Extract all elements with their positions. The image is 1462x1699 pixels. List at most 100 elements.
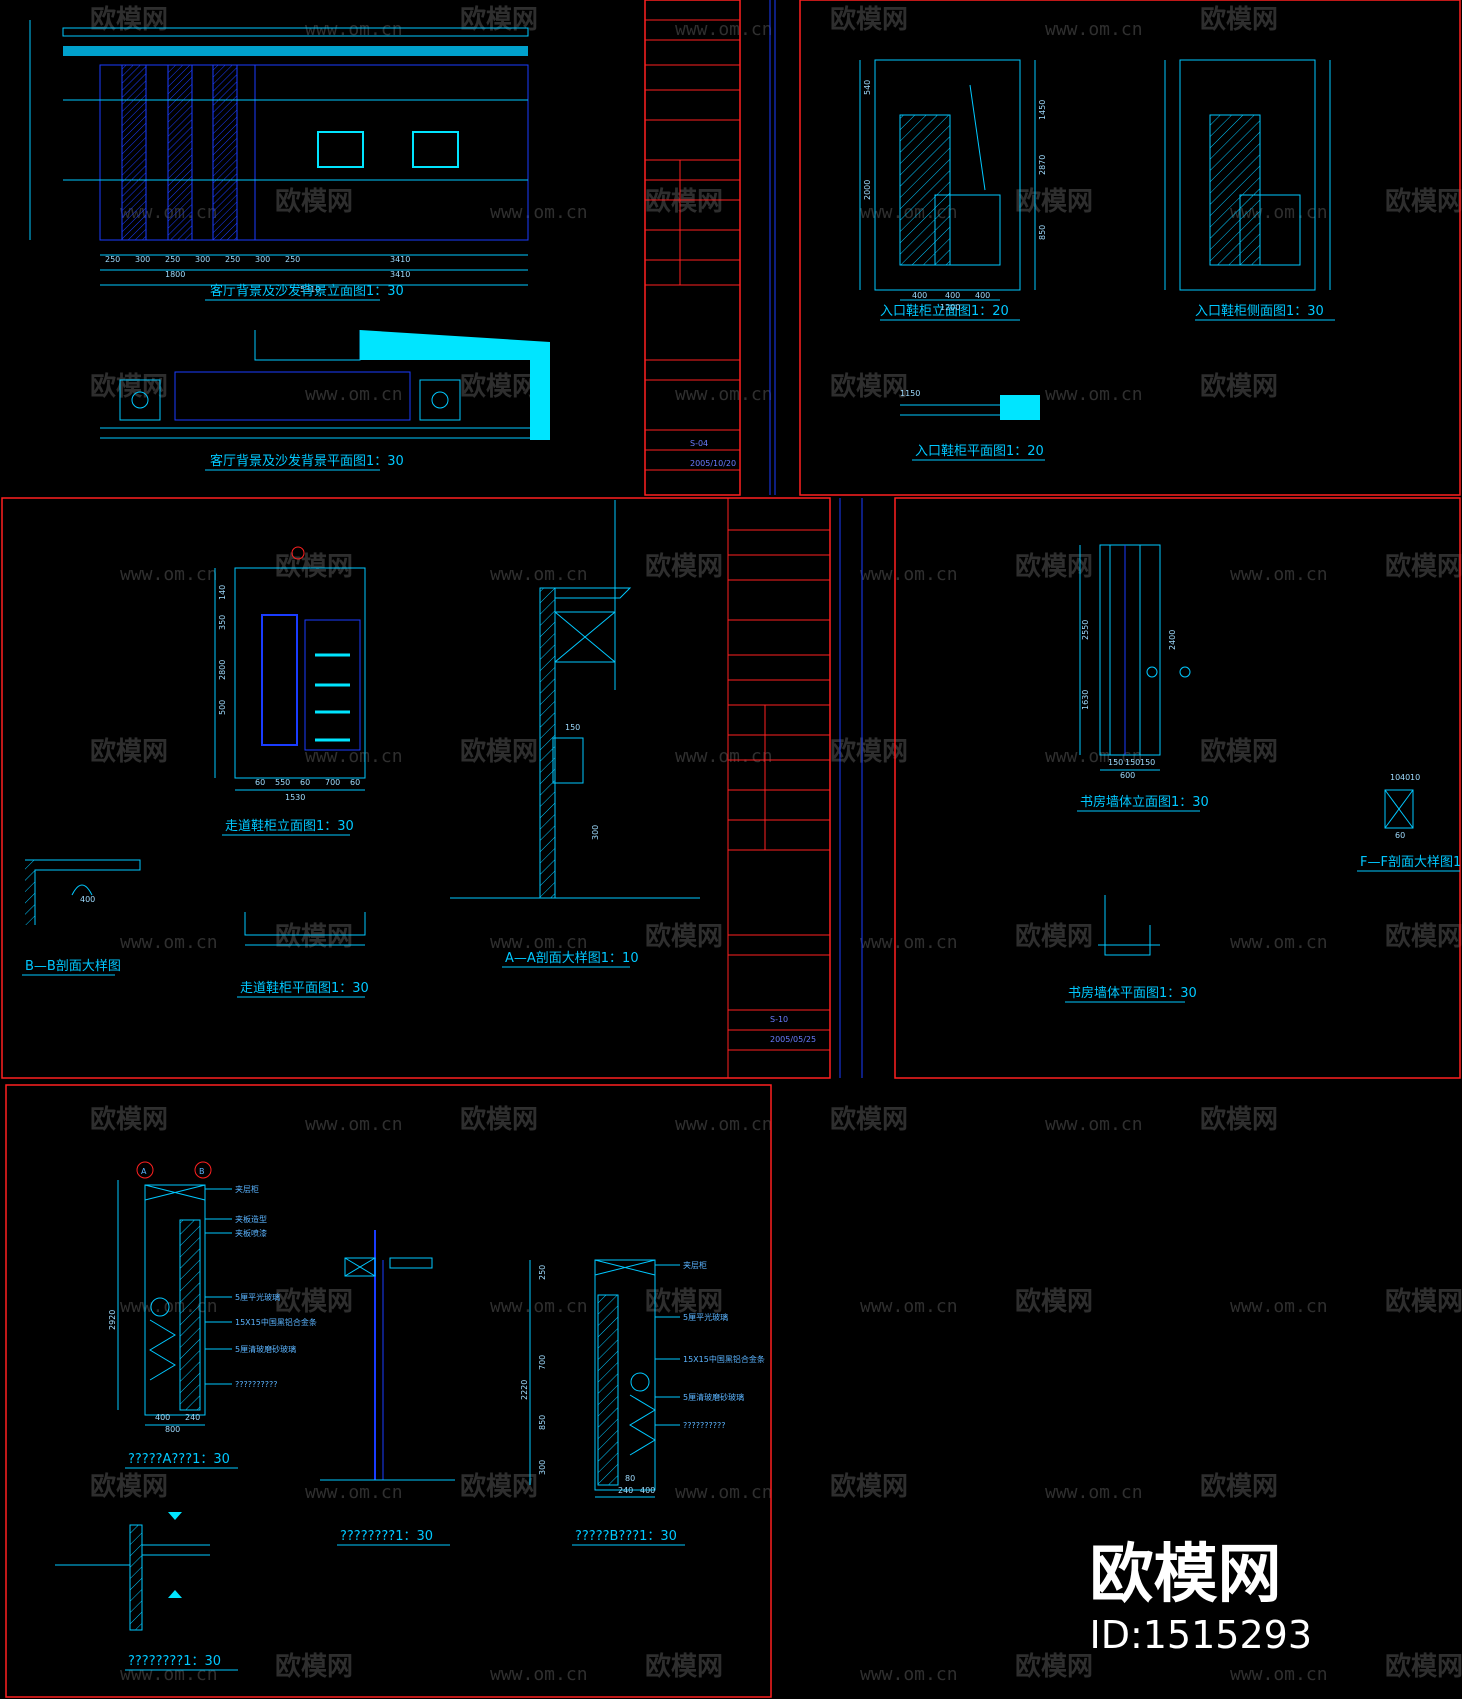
watermark-text: 欧模网 bbox=[830, 4, 908, 35]
dimension-label: 300 bbox=[538, 1460, 547, 1475]
watermark-url: www.om.cn bbox=[1045, 1482, 1143, 1503]
watermark-url: www.om.cn bbox=[305, 19, 403, 40]
dimension-label: 2400 bbox=[1168, 630, 1177, 650]
watermark-text: 欧模网 bbox=[830, 1471, 908, 1502]
watermark-url: www.om.cn bbox=[490, 564, 588, 585]
watermark-url: www.om.cn bbox=[490, 202, 588, 223]
dimension-label: 5310 bbox=[300, 285, 320, 294]
dimension-label: 140 bbox=[218, 585, 227, 600]
watermark-url: www.om.cn bbox=[1045, 19, 1143, 40]
tb-sheet-no-2: S-10 bbox=[770, 1015, 788, 1024]
watermark-url: www.om.cn bbox=[305, 384, 403, 405]
study-section-ff bbox=[1384, 789, 1414, 829]
dimension-label: 300 bbox=[255, 255, 270, 264]
watermark-text: 欧模网 bbox=[90, 1104, 168, 1135]
watermark-url: www.om.cn bbox=[490, 932, 588, 953]
watermark-url: www.om.cn bbox=[675, 384, 773, 405]
watermark-text: 欧模网 bbox=[1385, 1286, 1462, 1317]
watermark-text: 欧模网 bbox=[1200, 1471, 1278, 1502]
marker-a: A bbox=[141, 1167, 147, 1176]
watermark-url: www.om.cn bbox=[305, 1482, 403, 1503]
watermark-text: 欧模网 bbox=[830, 736, 908, 767]
study-plan bbox=[1098, 895, 1160, 956]
annotation-note: 夹板造型 bbox=[235, 1214, 267, 1224]
dimension-label: 400 bbox=[975, 291, 990, 300]
dimension-label: 550 bbox=[275, 778, 290, 787]
dimension-label: 2220 bbox=[520, 1380, 529, 1400]
watermark-layer: 欧模网欧模网欧模网欧模网欧模网欧模网欧模网欧模网欧模网欧模网欧模网欧模网欧模网欧… bbox=[90, 4, 1462, 1685]
watermark-text: 欧模网 bbox=[1200, 1104, 1278, 1135]
entrance-plan bbox=[900, 395, 1040, 420]
watermark-text: 欧模网 bbox=[275, 1651, 353, 1682]
study-section-ff-title: F—F剖面大样图1： bbox=[1360, 855, 1462, 870]
dimension-label: 700 bbox=[538, 1355, 547, 1370]
watermark-text: 欧模网 bbox=[460, 4, 538, 35]
dimension-label: 850 bbox=[538, 1415, 547, 1430]
dimension-label: 700 bbox=[325, 778, 340, 787]
sheet-partition: A B 夹层柜夹板造型夹板喷漆5厘平光玻璃15X15中国黑铝合金条5厘清玻磨砂玻… bbox=[55, 1161, 765, 1671]
watermark-text: 欧模网 bbox=[645, 921, 723, 952]
corridor-plan bbox=[244, 912, 366, 946]
dimension-label: 1450 bbox=[1038, 100, 1047, 120]
dimension-label: 600 bbox=[1120, 771, 1135, 780]
entrance-elevation-b bbox=[1164, 59, 1331, 291]
dimension-label: 60 bbox=[300, 778, 310, 787]
annotation-note: 5厘平光玻璃 bbox=[683, 1312, 728, 1322]
watermark-text: 欧模网 bbox=[90, 1471, 168, 1502]
watermark-text: 欧模网 bbox=[460, 1471, 538, 1502]
watermark-text: 欧模网 bbox=[1385, 551, 1462, 582]
tb-date-2: 2005/05/25 bbox=[770, 1035, 816, 1044]
watermark-text: 欧模网 bbox=[645, 186, 723, 217]
dimension-label: 150 bbox=[1140, 758, 1155, 767]
dimension-label: 240 bbox=[185, 1413, 200, 1422]
watermark-text: 欧模网 bbox=[460, 1104, 538, 1135]
dimension-label: 300 bbox=[135, 255, 150, 264]
dimension-label: 150 bbox=[1108, 758, 1123, 767]
watermark-text: 欧模网 bbox=[645, 1286, 723, 1317]
dimension-label: 300 bbox=[591, 825, 600, 840]
dimension-label: 1630 bbox=[1081, 690, 1090, 710]
partition-elevation-a: A B bbox=[117, 1161, 212, 1426]
dimension-label: 850 bbox=[1038, 225, 1047, 240]
watermark-url: www.om.cn bbox=[675, 19, 773, 40]
watermark-text: 欧模网 bbox=[460, 371, 538, 402]
watermark-url: www.om.cn bbox=[490, 1664, 588, 1685]
annotation-note: 5厘清玻磨砂玻璃 bbox=[235, 1344, 296, 1354]
dimension-label: 1800 bbox=[165, 270, 185, 279]
brand-badge: 欧模网 ID:1515293 bbox=[1089, 1543, 1312, 1659]
tb-sheet-no: S-04 bbox=[690, 439, 708, 448]
annotation-note: ?????????? bbox=[683, 1421, 725, 1430]
watermark-text: 欧模网 bbox=[1015, 921, 1093, 952]
sheet-study-frame bbox=[894, 497, 1461, 1079]
dimension-label: 250 bbox=[285, 255, 300, 264]
watermark-url: www.om.cn bbox=[1230, 1664, 1328, 1685]
watermark-url: www.om.cn bbox=[305, 746, 403, 767]
annotation-note: ?????????? bbox=[235, 1380, 277, 1389]
partition-b-title: ?????B???1：30 bbox=[575, 1529, 677, 1544]
entrance-elevation-a bbox=[859, 59, 1036, 301]
living-plan-title: 客厅背景及沙发背景平面图1：30 bbox=[210, 453, 404, 469]
dimension-label: 250 bbox=[538, 1265, 547, 1280]
dimension-label: 2920 bbox=[108, 1310, 117, 1330]
corridor-section-bb bbox=[25, 859, 141, 925]
watermark-text: 欧模网 bbox=[275, 551, 353, 582]
dimension-label: 3410 bbox=[390, 255, 410, 264]
partition-plan-title: ????????1：30 bbox=[128, 1654, 221, 1669]
watermark-url: www.om.cn bbox=[305, 1114, 403, 1135]
annotation-note: 15X15中国黑铝合金条 bbox=[235, 1317, 317, 1327]
sheet-corridor-frame bbox=[1, 497, 831, 1079]
watermark-url: www.om.cn bbox=[490, 1296, 588, 1317]
dimension-label: 350 bbox=[218, 615, 227, 630]
study-elevation-title: 书房墙体立面图1：30 bbox=[1080, 794, 1209, 810]
watermark-text: 欧模网 bbox=[460, 736, 538, 767]
dimension-label: 2870 bbox=[1038, 155, 1047, 175]
dimension-label: 400 bbox=[155, 1413, 170, 1422]
watermark-url: www.om.cn bbox=[1230, 1296, 1328, 1317]
watermark-text: 欧模网 bbox=[275, 921, 353, 952]
dimension-label: 300 bbox=[195, 255, 210, 264]
watermark-text: 欧模网 bbox=[1200, 4, 1278, 35]
